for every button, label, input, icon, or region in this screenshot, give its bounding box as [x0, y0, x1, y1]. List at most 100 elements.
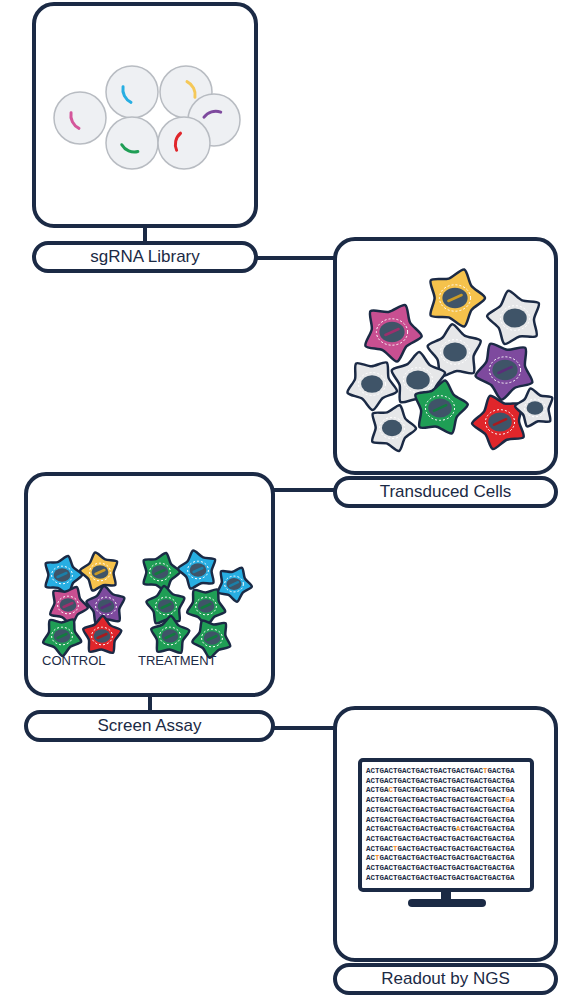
nucleus: [428, 398, 452, 417]
connector: [256, 256, 335, 260]
nucleus-outline: [52, 566, 73, 584]
sgrna-mark: [96, 570, 105, 574]
nucleus-outline: [403, 368, 432, 393]
nucleus-outline: [358, 373, 385, 396]
sgrna-mark: [230, 582, 238, 586]
step-label: sgRNA Library: [80, 247, 210, 267]
nucleus-outline: [225, 576, 244, 592]
nucleus: [361, 375, 383, 393]
vial: [106, 66, 158, 118]
cell: [365, 305, 421, 362]
cell: [80, 553, 117, 591]
nucleus: [162, 629, 179, 643]
control-cells: [43, 553, 124, 656]
nucleus-outline: [90, 563, 111, 581]
panel-frame: [333, 237, 558, 475]
monitor-base: [408, 899, 486, 907]
treatment-cells: [144, 551, 252, 658]
step-label: Readout by NGS: [371, 969, 520, 989]
sequence-read: ACTGACTGACTGACTGACTGACTGACTGACTGA: [366, 825, 515, 835]
nucleus-outline: [196, 597, 217, 615]
cell: [178, 551, 215, 589]
nucleus: [382, 420, 402, 436]
nucleus: [379, 322, 404, 342]
sgrna-mark: [202, 604, 211, 608]
sgrna-mark: [102, 604, 111, 608]
nucleus-outline: [92, 627, 113, 645]
sgrna-mark: [448, 295, 461, 301]
step-panel: CONTROLTREATMENTScreen Assay: [24, 472, 275, 742]
cell: [515, 388, 552, 426]
sgrna-strand: [120, 143, 139, 153]
sequence-read: ACTGACTGACTGACTGACTGACTGACTGACTGA: [366, 796, 515, 806]
cell: [430, 269, 485, 326]
sgrna-strand: [69, 111, 80, 130]
cell: [218, 568, 252, 602]
nucleus: [98, 599, 115, 613]
nucleus-outline: [489, 357, 520, 383]
sequence-read: ACTGACTGACTGACTGACTGACTGACTGACTGA: [366, 816, 515, 826]
nucleus: [443, 342, 467, 361]
vial: [106, 117, 158, 169]
sgrna-strand: [185, 80, 196, 99]
nucleus-outline: [202, 629, 223, 647]
cell: [83, 616, 121, 653]
nucleus: [152, 565, 169, 579]
sgrna-mark: [166, 634, 175, 638]
step-panel: sgRNA Library: [32, 2, 258, 273]
nucleus: [198, 599, 215, 613]
cell: [476, 344, 533, 400]
nucleus-outline: [425, 396, 454, 421]
sequence-read: ACTGACTGACTGACTGACTGACTGACTGACTGA: [366, 777, 515, 787]
step-label-band: Transduced Cells: [333, 476, 558, 508]
group-label: TREATMENT: [138, 653, 216, 668]
nucleus-outline: [485, 410, 514, 435]
cell: [192, 620, 230, 657]
vial: [54, 92, 106, 144]
nucleus: [503, 308, 527, 327]
step-label: Transduced Cells: [370, 482, 522, 502]
sgrna-strand: [203, 110, 223, 119]
cell: [487, 291, 539, 344]
sgrna-mark: [434, 405, 446, 411]
nucleus-outline: [500, 306, 529, 331]
sequence-read: ACTGACTGACTGACTGACTGACTGACTGACTGA: [366, 854, 515, 864]
nucleus-outline: [58, 596, 79, 614]
monitor-screen: [360, 760, 532, 890]
sequence-read: ACTGACTGACTGACTGACTGACTGACTGACTGA: [366, 835, 515, 845]
sequence-read: ACTGACTGACTGACTGACTGACTGACTGACTGA: [366, 806, 515, 816]
sgrna-mark: [58, 573, 67, 577]
nucleus-outline: [52, 627, 73, 645]
nucleus: [54, 568, 71, 582]
sequence-read: ACTGACTGACTGACTGACTGACTGACTGACTGA: [366, 786, 515, 796]
nucleus: [488, 412, 512, 431]
sgrna-mark: [208, 636, 217, 640]
sgrna-mark: [494, 419, 506, 425]
nucleus: [92, 565, 109, 579]
sequence-read: ACTGACTGACTGACTGACTGACTGACTGACTGA: [366, 845, 515, 855]
sgrna-vials: [54, 66, 240, 169]
nucleus: [527, 401, 544, 415]
nucleus: [204, 631, 221, 645]
sgrna-strand: [174, 132, 182, 152]
nucleus-outline: [440, 340, 469, 365]
step-label-band: sgRNA Library: [32, 241, 258, 273]
vial: [158, 117, 210, 169]
cell: [415, 380, 468, 433]
nucleus-outline: [525, 399, 546, 417]
nucleus-outline: [380, 417, 405, 438]
step-label-band: Screen Assay: [24, 710, 275, 742]
nucleus-outline: [96, 597, 117, 615]
sequence-read: ACTGACTGACTGACTGACTGACTGACTGACTGA: [366, 874, 515, 884]
sgrna-mark: [162, 604, 171, 608]
monitor-neck: [441, 890, 451, 900]
sgrna-mark: [194, 568, 203, 572]
nucleus: [60, 598, 77, 612]
nucleus: [158, 599, 175, 613]
nucleus: [442, 288, 467, 308]
panel-frame: [32, 2, 258, 228]
cell: [151, 616, 189, 653]
nucleus-outline: [439, 285, 470, 311]
step-label-band: Readout by NGS: [333, 963, 558, 995]
cell: [43, 619, 81, 656]
